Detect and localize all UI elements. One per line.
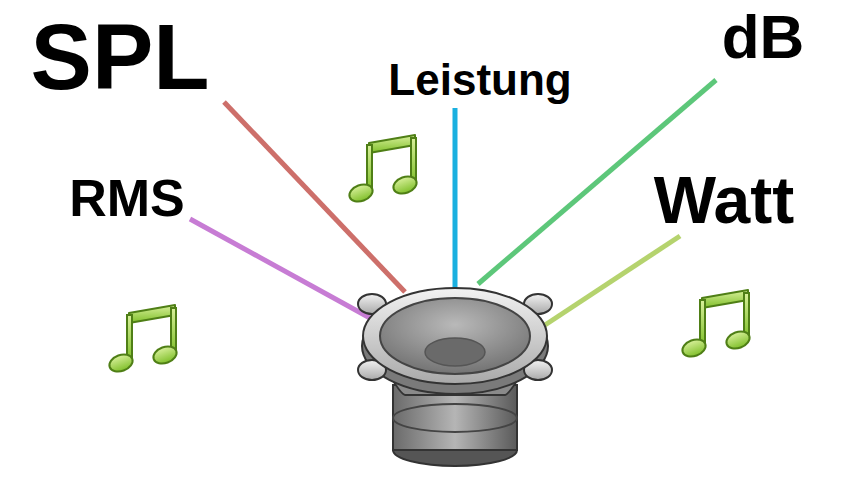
term-label: Watt — [654, 167, 795, 233]
speaker-frame — [363, 288, 547, 384]
dust-cap — [425, 338, 485, 366]
music-note — [347, 135, 419, 205]
leader-line — [545, 236, 680, 325]
leader-line — [190, 219, 370, 318]
music-note — [680, 290, 752, 360]
music-note — [107, 305, 179, 375]
term-label: Leistung — [388, 58, 571, 102]
magnet-ring — [393, 404, 517, 432]
speaker-cone — [380, 298, 530, 374]
leader-line — [453, 108, 458, 288]
term-label: dB — [722, 6, 805, 68]
speaker-icon — [358, 288, 552, 466]
leader-line — [224, 102, 405, 292]
term-label: SPL — [31, 11, 210, 103]
term-label: RMS — [69, 172, 185, 224]
